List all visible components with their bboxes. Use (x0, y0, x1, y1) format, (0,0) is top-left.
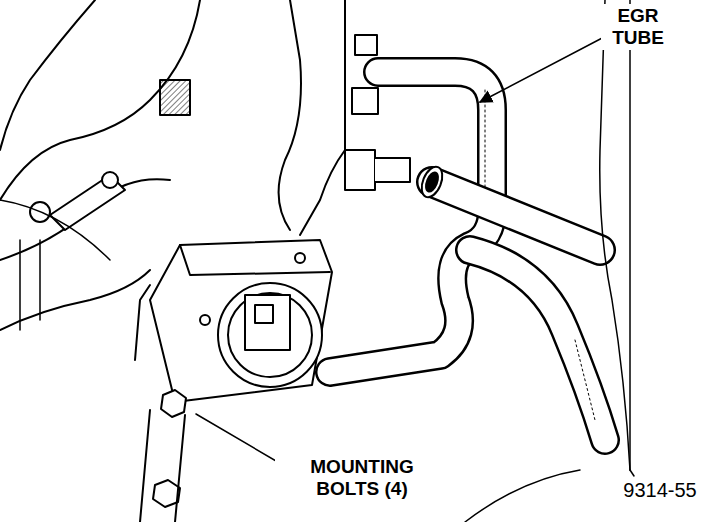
part-label: EGR TUBE (601, 4, 675, 50)
part-label: MOUNTING BOLTS (4) (275, 455, 449, 501)
figure-number: 9314-55 (603, 478, 717, 503)
